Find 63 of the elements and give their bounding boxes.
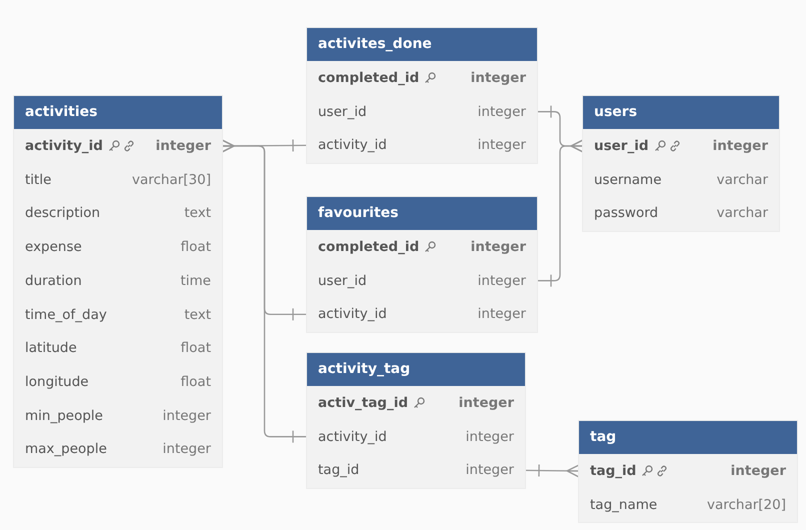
column-type: varchar[30] (132, 172, 211, 188)
column-type: integer (466, 428, 514, 445)
column-type: integer (478, 104, 526, 120)
column-name: completed_id (318, 70, 420, 86)
column-name: latitude (25, 340, 77, 356)
column-type: integer (156, 138, 211, 154)
column-type: integer (478, 137, 526, 154)
column-type: integer (470, 70, 526, 86)
column-type: time (180, 272, 211, 289)
column-name: activity_id (318, 428, 387, 445)
table-name: favourites (307, 197, 537, 230)
column-name: activity_id (318, 306, 387, 322)
column-name: tag_name (590, 496, 658, 513)
column-name: tag_id (318, 462, 360, 478)
column-type: integer (162, 408, 211, 424)
relationship-line (525, 464, 580, 478)
column-type: text (184, 306, 211, 322)
column-name: user_id (318, 272, 367, 289)
column-name: activity_id (25, 138, 103, 154)
column-type: float (180, 340, 211, 356)
table-name: activites_done (307, 28, 537, 61)
table-name: tag (579, 421, 797, 454)
column-type: float (180, 374, 211, 390)
table-card (14, 96, 222, 467)
column-type: varchar[20] (706, 496, 786, 513)
column-type: integer (458, 395, 514, 411)
column-name: title (25, 172, 52, 188)
column-name: min_people (25, 408, 103, 424)
column-name: expense (25, 239, 82, 256)
column-name: password (594, 205, 658, 222)
table-name: activities (14, 96, 222, 129)
column-name: user_id (318, 104, 367, 120)
column-name: completed_id (318, 239, 420, 255)
column-type: float (180, 239, 211, 256)
column-name: activ_tag_id (318, 395, 408, 411)
table-name: activity_tag (307, 353, 525, 386)
column-type: varchar (716, 172, 768, 188)
relationship-line (537, 139, 584, 288)
column-type: text (184, 205, 211, 222)
column-type: integer (470, 239, 526, 255)
column-name: time_of_day (25, 306, 107, 322)
column-name: longitude (25, 374, 89, 390)
table-card (583, 96, 779, 232)
column-type: integer (478, 272, 526, 289)
relationship-line (221, 139, 307, 444)
table-card (307, 353, 525, 488)
column-name: duration (25, 272, 82, 289)
column-type: integer (712, 138, 768, 154)
column-type: integer (478, 306, 526, 322)
column-name: username (594, 172, 662, 188)
column-type: integer (730, 463, 786, 479)
table-name: users (583, 96, 779, 129)
column-name: tag_id (590, 463, 636, 479)
column-type: integer (466, 462, 514, 478)
column-name: user_id (594, 138, 649, 154)
table-card (579, 421, 797, 522)
column-type: integer (162, 441, 211, 458)
table-card (307, 28, 537, 164)
column-name: activity_id (318, 137, 387, 154)
column-type: varchar (716, 205, 768, 222)
column-name: max_people (25, 441, 107, 458)
column-name: description (25, 205, 100, 222)
table-card (307, 197, 537, 332)
